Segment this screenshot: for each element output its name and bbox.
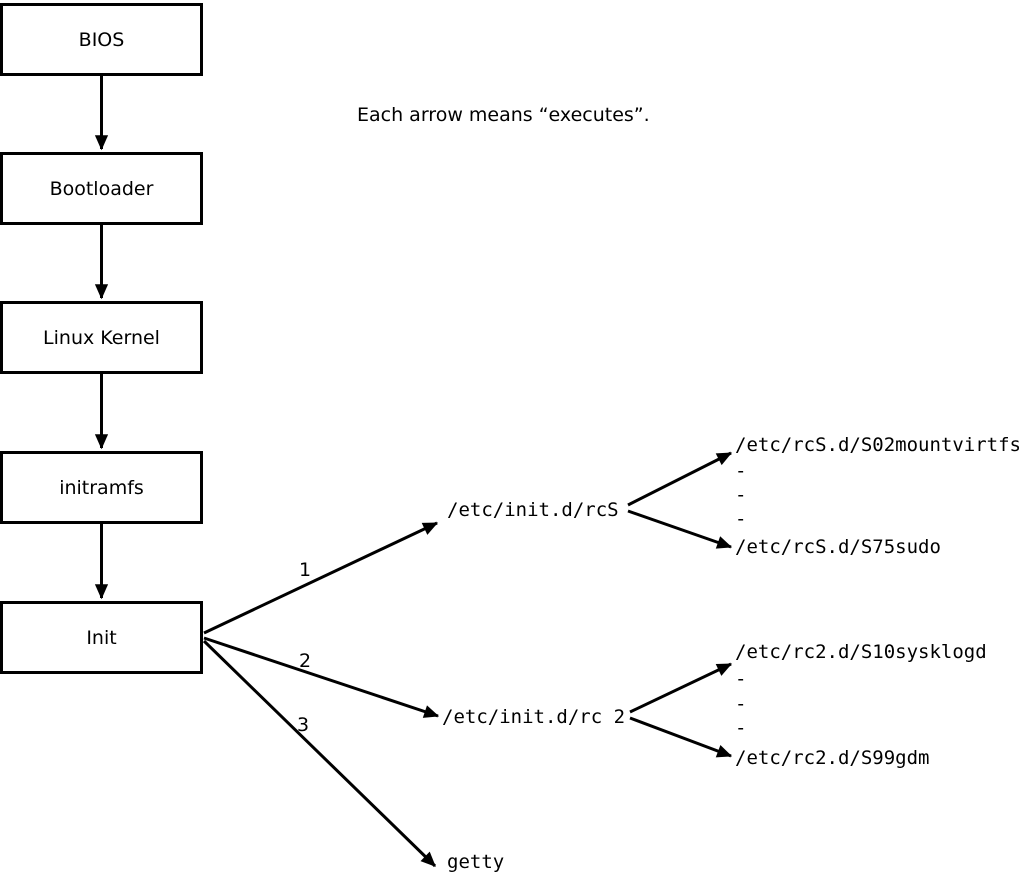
rc2-child-dash: - — [735, 717, 747, 739]
branch-label-1: 1 — [299, 559, 312, 581]
rc2-child-s10sysklogd: /etc/rc2.d/S10sysklogd — [735, 641, 987, 663]
branch-label-2: 2 — [299, 650, 312, 672]
rcs-child-dash: - — [735, 460, 747, 482]
box-label: Init — [86, 626, 117, 649]
arrow-rc2-to-s10sysklogd — [629, 662, 733, 714]
rcs-child-s02mountvirtfs: /etc/rcS.d/S02mountvirtfs — [735, 434, 1021, 456]
rc2-child-dash: - — [735, 668, 747, 690]
box-init: Init — [0, 601, 203, 674]
rc2-child-dash: - — [735, 693, 747, 715]
box-label: Bootloader — [49, 177, 154, 200]
note-text: Each arrow means “executes”. — [357, 104, 650, 126]
arrow-rcs-to-s02mountvirtfs — [627, 451, 733, 507]
getty-label: getty — [447, 851, 505, 873]
arrow-init-to-getty — [202, 639, 437, 868]
box-bios: BIOS — [0, 3, 203, 76]
rc2-child-s99gdm: /etc/rc2.d/S99gdm — [735, 747, 930, 769]
arrow-rcs-to-s75sudo — [627, 509, 733, 549]
box-label: BIOS — [78, 28, 125, 51]
branch-label-3: 3 — [297, 714, 310, 736]
box-label: initramfs — [59, 476, 144, 499]
arrow-init-to-rc2 — [203, 636, 440, 718]
box-linux-kernel: Linux Kernel — [0, 301, 203, 374]
rcs-script-label: /etc/init.d/rcS — [447, 499, 619, 521]
rcs-child-dash: - — [735, 508, 747, 530]
box-initramfs: initramfs — [0, 451, 203, 524]
rcs-child-s75sudo: /etc/rcS.d/S75sudo — [735, 536, 941, 558]
arrow-rc2-to-s99gdm — [629, 716, 733, 758]
rc2-script-label: /etc/init.d/rc 2 — [442, 706, 626, 728]
arrow-init-to-rcs — [203, 521, 439, 635]
box-bootloader: Bootloader — [0, 152, 203, 225]
box-label: Linux Kernel — [43, 326, 160, 349]
rcs-child-dash: - — [735, 484, 747, 506]
